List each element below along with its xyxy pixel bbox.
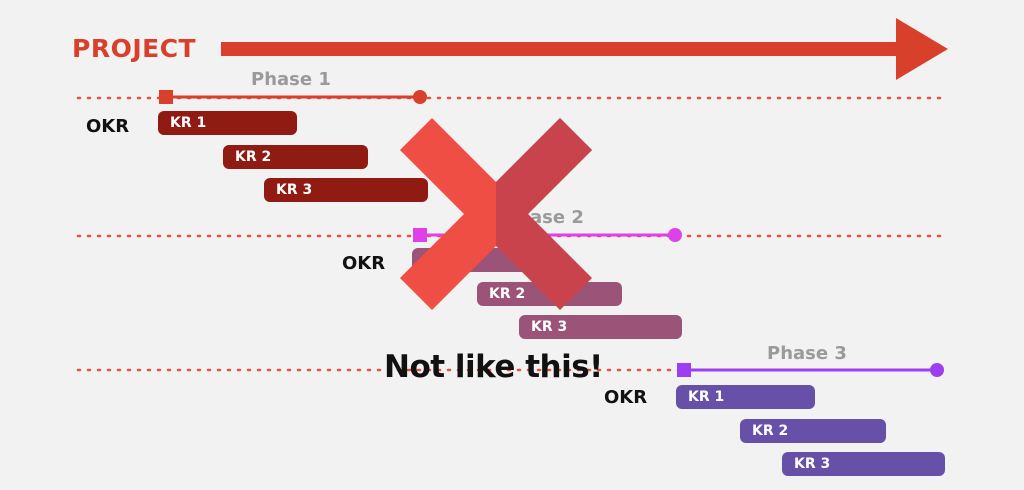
phase-2-kr-3-bar: KR 3	[519, 315, 682, 339]
phase-2-okr-label: OKR	[342, 253, 386, 274]
cross-stroke-back-right	[496, 118, 592, 246]
caption: Not like this!	[384, 349, 603, 385]
phase-3-kr-3-bar: KR 3	[782, 452, 945, 476]
phase-1-label: Phase 1	[251, 69, 331, 90]
phase-1-kr-1-bar: KR 1	[158, 111, 297, 135]
phase-2-end-marker	[668, 228, 682, 242]
phase-1-kr-3-bar: KR 3	[264, 178, 428, 202]
phase-2-start-marker	[413, 228, 427, 242]
phase-3-kr-1-bar: KR 1	[676, 385, 815, 409]
phase-3-kr-2-bar: KR 2	[740, 419, 886, 443]
project-label: PROJECT	[72, 34, 197, 63]
project-arrow-shaft	[221, 42, 901, 56]
phase-3-end-marker	[930, 363, 944, 377]
phase-1-okr-label: OKR	[86, 116, 130, 137]
phase-3-okr-label: OKR	[604, 387, 648, 408]
phase-3-label: Phase 3	[767, 343, 847, 364]
cross-stroke-front	[400, 118, 496, 246]
phase-3-start-marker	[677, 363, 691, 377]
phase-1-kr-2-bar: KR 2	[223, 145, 368, 169]
phase-1-end-marker	[413, 90, 427, 104]
phase-1-start-marker	[159, 90, 173, 104]
project-arrow-head	[896, 18, 948, 80]
